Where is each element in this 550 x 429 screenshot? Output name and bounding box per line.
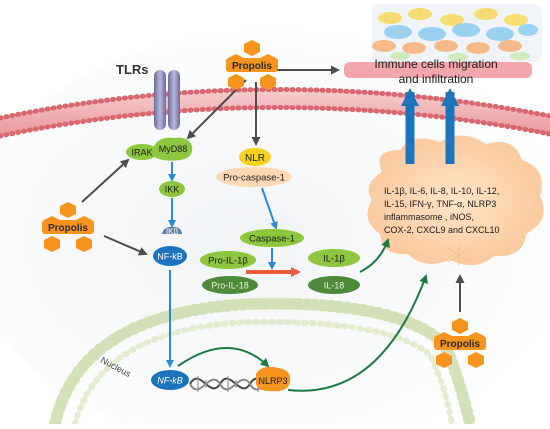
svg-text:IKβ: IKβ xyxy=(166,227,179,236)
arrow-nlrp3-to-cloud xyxy=(287,274,428,392)
tlr-receptor xyxy=(154,70,180,130)
myd88-node: MyD88 xyxy=(152,137,193,161)
svg-text:IL-18: IL-18 xyxy=(324,281,345,291)
svg-text:Caspase-1: Caspase-1 xyxy=(249,234,295,245)
cytokine-line: inflammasome , iNOS, xyxy=(384,212,474,222)
arrow-propolis-to-nfkb xyxy=(103,235,148,256)
svg-text:IRAK: IRAK xyxy=(131,148,152,158)
svg-text:Pro-IL-1β: Pro-IL-1β xyxy=(208,256,248,267)
cytokine-line: IL-1β, IL-6, IL-8, IL-10, IL-12, xyxy=(384,186,499,196)
propolis-top-label: Propolis xyxy=(232,61,272,72)
immune-migration-line1: Immune cells migration xyxy=(374,57,497,71)
irak-node: IRAK xyxy=(126,144,158,160)
immune-migration-line2: and infiltration xyxy=(399,72,474,86)
propolis-top: Propolis xyxy=(226,40,278,90)
cytokine-list: IL-1β, IL-6, IL-8, IL-10, IL-12, IL-15, … xyxy=(384,186,500,235)
nlrp3-node: NLRP3 xyxy=(256,366,291,392)
svg-text:IKK: IKK xyxy=(165,185,180,195)
arrow-nfkb-to-nlrp3 xyxy=(177,347,270,368)
tlrs-label: TLRs xyxy=(116,62,149,77)
immune-cells-bar xyxy=(344,62,532,78)
caspase-node: Caspase-1 xyxy=(240,229,304,247)
il18-node: IL-18 xyxy=(308,276,360,294)
svg-text:MyD88: MyD88 xyxy=(159,144,188,154)
cytokine-line: COX-2, CXCL9 and CXCL10 xyxy=(384,225,500,235)
svg-text:NF-kB: NF-kB xyxy=(157,376,183,386)
arrow-cytokines-to-cloud xyxy=(359,238,390,273)
pro-il18-node: Pro-IL-18 xyxy=(202,276,258,294)
nfkb-nucleus-node: NF-kB xyxy=(151,370,189,390)
arrow-procaspase-to-caspase xyxy=(261,187,278,230)
propolis-left: Propolis xyxy=(42,202,94,252)
propolis-left-label: Propolis xyxy=(48,223,88,234)
procaspase-node: Pro-caspase-1 xyxy=(216,167,292,187)
svg-text:Pro-IL-18: Pro-IL-18 xyxy=(211,281,249,291)
svg-text:NLRP3: NLRP3 xyxy=(258,376,287,386)
nucleus xyxy=(49,297,476,429)
ikb-node: IKβ xyxy=(162,226,182,236)
svg-text:NF-kB: NF-kB xyxy=(157,252,183,262)
tissue-cells-illustration xyxy=(372,4,542,62)
propolis-right: Propolis xyxy=(434,318,486,368)
ikk-node: IKK xyxy=(159,181,185,197)
svg-text:NLR: NLR xyxy=(245,153,265,164)
cytokine-cloud xyxy=(367,135,544,266)
svg-text:IL-1β: IL-1β xyxy=(323,254,345,265)
nfkb-node: NF-kB xyxy=(153,246,187,266)
cytokine-line: IL-15, IFN-γ, TNF-α, NLRP3 xyxy=(384,199,496,209)
nlr-node: NLR xyxy=(239,148,271,166)
pro-il1b-node: Pro-IL-1β xyxy=(200,251,256,269)
propolis-right-label: Propolis xyxy=(440,339,480,350)
arrow-propolis-to-irak xyxy=(81,158,130,203)
il1b-node: IL-1β xyxy=(308,249,360,267)
svg-text:Pro-caspase-1: Pro-caspase-1 xyxy=(223,173,285,184)
